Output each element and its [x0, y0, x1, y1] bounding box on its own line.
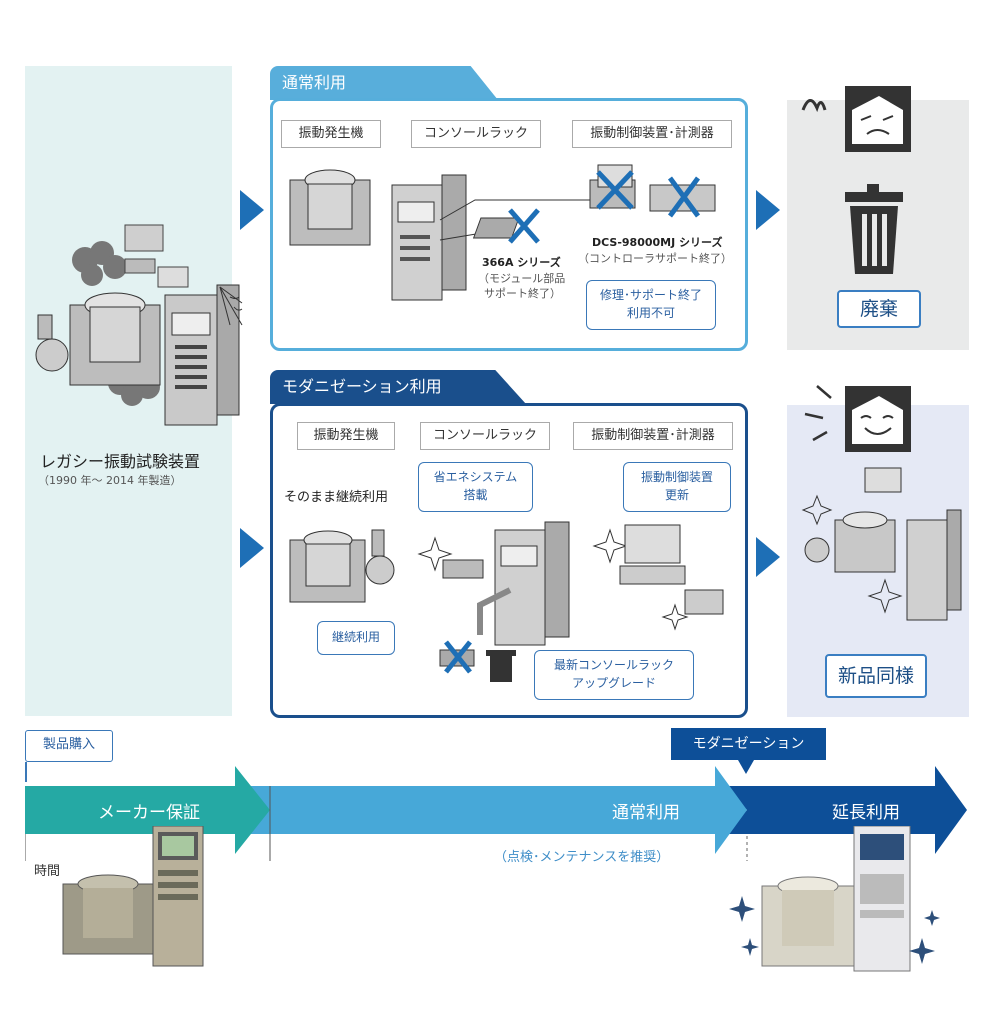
upgrade-note-line2: アップグレード	[571, 676, 656, 690]
series-dcs-label: DCS-98000MJ シリーズ	[592, 236, 723, 249]
new-equipment-photo	[729, 826, 940, 972]
energy-note-line2: 搭載	[463, 488, 488, 502]
legacy-title: レガシー振動試験装置	[40, 452, 201, 471]
controller-update-note: 振動制御装置 更新	[623, 462, 731, 512]
modern-label-shaker: 振動発生機	[297, 422, 395, 450]
modern-label-controller: 振動制御装置･計測器	[573, 422, 733, 450]
modern-label-console: コンソールラック	[420, 422, 550, 450]
old-equipment-photo	[62, 826, 204, 967]
like-new-illustration	[801, 385, 962, 621]
modernization-callout: モダニゼーション	[671, 728, 826, 760]
upgrade-note-line1: 最新コンソールラック	[553, 658, 674, 672]
modernization-tab: モダニゼーション利用	[270, 370, 526, 404]
legacy-equipment-illustration	[35, 224, 243, 426]
normal-label-controller: 振動制御装置･計測器	[572, 120, 732, 148]
maintenance-note: （点検･メンテナンスを推奨）	[494, 850, 670, 865]
like-new-badge: 新品同様	[825, 654, 927, 698]
energy-saving-note: 省エネシステム 搭載	[418, 462, 533, 512]
continue-use-text: そのまま継続利用	[284, 490, 389, 505]
legacy-years: （1990 年〜 2014 年製造）	[38, 474, 182, 487]
normal-use-label: 通常利用	[612, 803, 680, 823]
time-label: 時間	[34, 864, 61, 879]
series-dcs-note: （コントローラサポート終了）	[578, 252, 732, 265]
end-note-line2: 利用不可	[626, 306, 675, 320]
normal-label-shaker: 振動発生機	[281, 120, 381, 148]
modernization-illustration	[289, 521, 724, 682]
end-of-support-note: 修理･サポート終了 利用不可	[586, 280, 716, 330]
purchase-callout-stem	[25, 762, 27, 782]
update-note-line1: 振動制御装置	[640, 470, 713, 484]
modernization-callout-pointer	[738, 760, 754, 774]
series-366a-label: 366A シリーズ	[482, 256, 561, 269]
discard-illustration	[801, 86, 911, 274]
continue-use-note: 継続利用	[317, 621, 395, 655]
warranty-label: メーカー保証	[98, 803, 200, 823]
normal-use-tab: 通常利用	[270, 66, 498, 100]
arrow-to-discard	[756, 190, 780, 230]
purchase-callout: 製品購入	[25, 730, 113, 762]
console-upgrade-note: 最新コンソールラック アップグレード	[534, 650, 694, 700]
timeline-arrows	[25, 766, 967, 861]
arrow-to-modern	[240, 528, 264, 568]
series-366a-note1: （モジュール部品	[478, 272, 566, 285]
discard-badge: 廃棄	[837, 290, 921, 328]
normal-label-console: コンソールラック	[411, 120, 541, 148]
normal-use-illustration	[289, 164, 716, 301]
arrow-to-normal	[240, 190, 264, 230]
update-note-line2: 更新	[664, 488, 689, 502]
arrow-to-like-new	[756, 537, 780, 577]
end-note-line1: 修理･サポート終了	[599, 288, 702, 302]
energy-note-line1: 省エネシステム	[433, 470, 518, 484]
series-366a-note2: サポート終了）	[484, 287, 561, 300]
extended-use-label: 延長利用	[832, 803, 900, 823]
